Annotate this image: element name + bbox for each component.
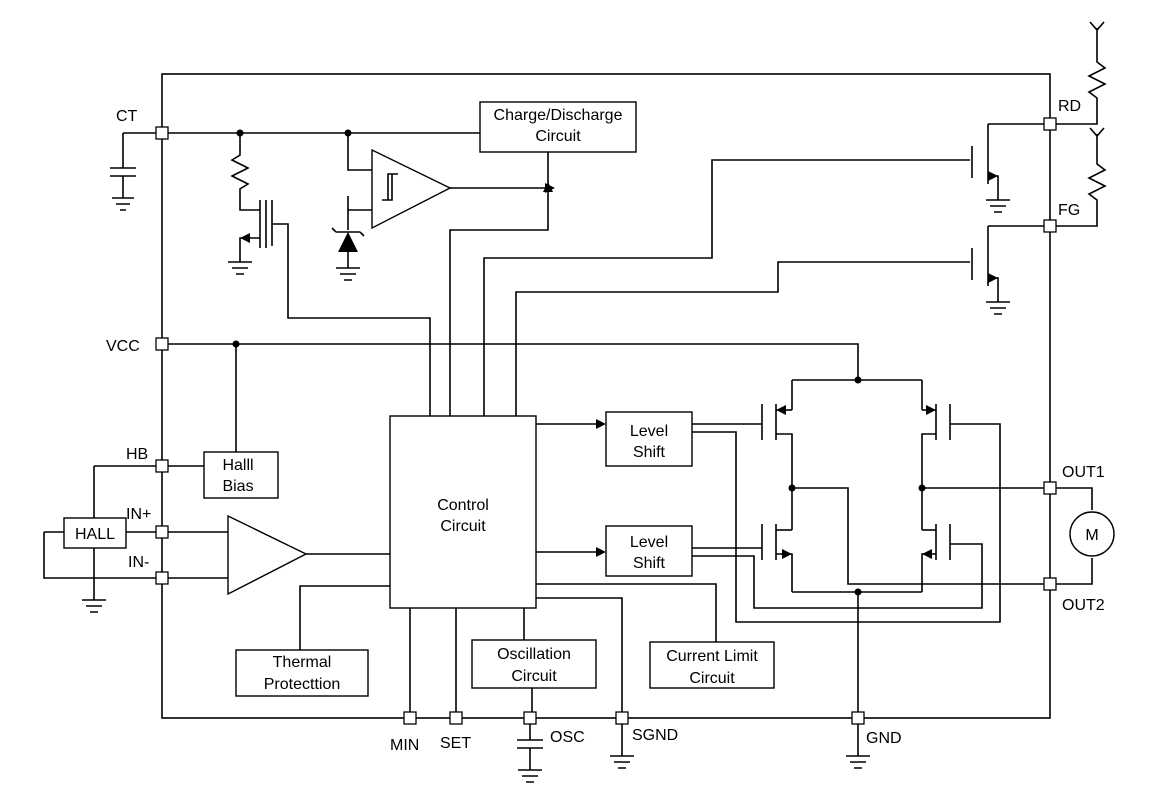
- pin-out1-label: OUT1: [1062, 464, 1105, 481]
- schmitt-comparator: [371, 148, 452, 230]
- block-charge-discharge: Charge/Discharge Circuit: [479, 101, 637, 153]
- transistor-arrows: [240, 171, 998, 559]
- hall-amplifier: [227, 514, 308, 596]
- charge-discharge-line1: Charge/Discharge: [494, 107, 623, 124]
- pin-ct-label: CT: [116, 108, 138, 125]
- pin-hb-label: HB: [126, 446, 148, 463]
- block-current-limit: Current Limit Circuit: [649, 641, 775, 689]
- pin-min-label: MIN: [390, 737, 419, 754]
- oscillation-line2: Circuit: [511, 668, 557, 685]
- thermal-line2: Protecttion: [264, 676, 340, 693]
- ground-symbols: [82, 190, 1010, 783]
- zener-diode: [331, 210, 365, 252]
- motor-label: M: [1085, 527, 1098, 544]
- pin-fg-label: FG: [1058, 202, 1080, 219]
- level-shift-top-line2: Shift: [633, 444, 666, 461]
- capacitors: [110, 167, 543, 754]
- pin-vcc-label: VCC: [106, 338, 140, 355]
- pin-labels: CT VCC HB IN+ IN- RD FG OUT1 OUT2 MIN SE…: [106, 98, 1105, 754]
- current-limit-line1: Current Limit: [666, 648, 758, 665]
- pin-in-plus-label: IN+: [126, 506, 151, 523]
- hall-bias-line1: Halll: [222, 457, 253, 474]
- block-oscillation: Oscillation Circuit: [471, 639, 597, 689]
- hall-bias-line2: Bias: [222, 478, 253, 495]
- hall-label: HALL: [75, 526, 115, 543]
- block-hall: HALL: [63, 517, 127, 549]
- pin-squares: [155, 117, 1057, 725]
- block-level-shift-bottom: Level Shift: [605, 525, 693, 577]
- pin-sgnd-label: SGND: [632, 727, 678, 744]
- block-level-shift-top: Level Shift: [605, 411, 693, 467]
- motor: M: [1069, 511, 1115, 557]
- block-control-circuit: Control Circuit: [389, 415, 537, 609]
- pin-in-minus-label: IN-: [128, 554, 149, 571]
- control-line2: Circuit: [440, 518, 486, 535]
- block-thermal-protection: Thermal Protecttion: [235, 649, 369, 697]
- level-shift-bottom-line1: Level: [630, 534, 668, 551]
- ic-boundary: [161, 73, 1051, 719]
- wires: [43, 21, 1107, 770]
- pin-set-label: SET: [440, 735, 471, 752]
- pin-out2-label: OUT2: [1062, 597, 1105, 614]
- junction-dots: [232, 129, 926, 596]
- level-shift-bottom-line2: Shift: [633, 555, 666, 572]
- level-shift-top-line1: Level: [630, 423, 668, 440]
- pin-osc-label: OSC: [550, 729, 585, 746]
- thermal-line1: Thermal: [273, 654, 332, 671]
- control-line1: Control: [437, 497, 489, 514]
- pin-gnd-label: GND: [866, 730, 902, 747]
- block-hall-bias: Halll Bias: [203, 451, 279, 499]
- signal-arrows: [543, 182, 606, 557]
- pin-rd-label: RD: [1058, 98, 1081, 115]
- charge-discharge-line2: Circuit: [535, 128, 581, 145]
- oscillation-line1: Oscillation: [497, 646, 571, 663]
- current-limit-line2: Circuit: [689, 670, 735, 687]
